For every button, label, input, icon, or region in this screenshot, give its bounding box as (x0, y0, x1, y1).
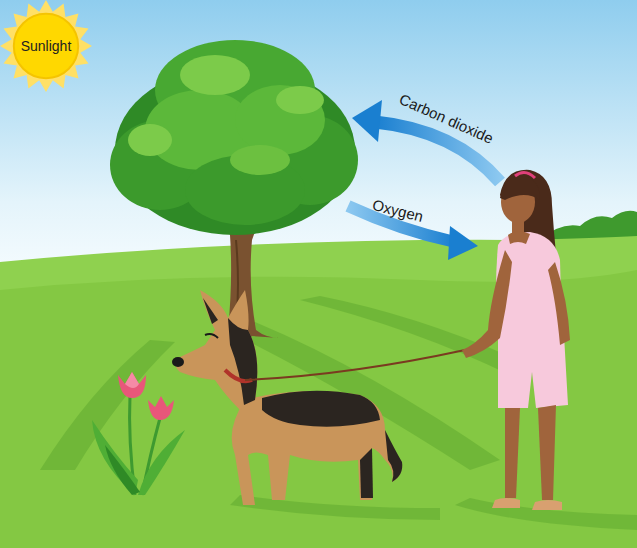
sun-shape: Sunlight (0, 0, 92, 92)
arrow-label: Oxygen (371, 195, 425, 224)
hills (0, 211, 637, 548)
tree (110, 40, 358, 344)
dog (172, 290, 402, 505)
leash (245, 350, 465, 380)
flowers (92, 372, 185, 495)
arrow-label: Carbon dioxide (396, 90, 495, 147)
sun-label: Sunlight (21, 38, 72, 54)
girl (462, 170, 570, 510)
